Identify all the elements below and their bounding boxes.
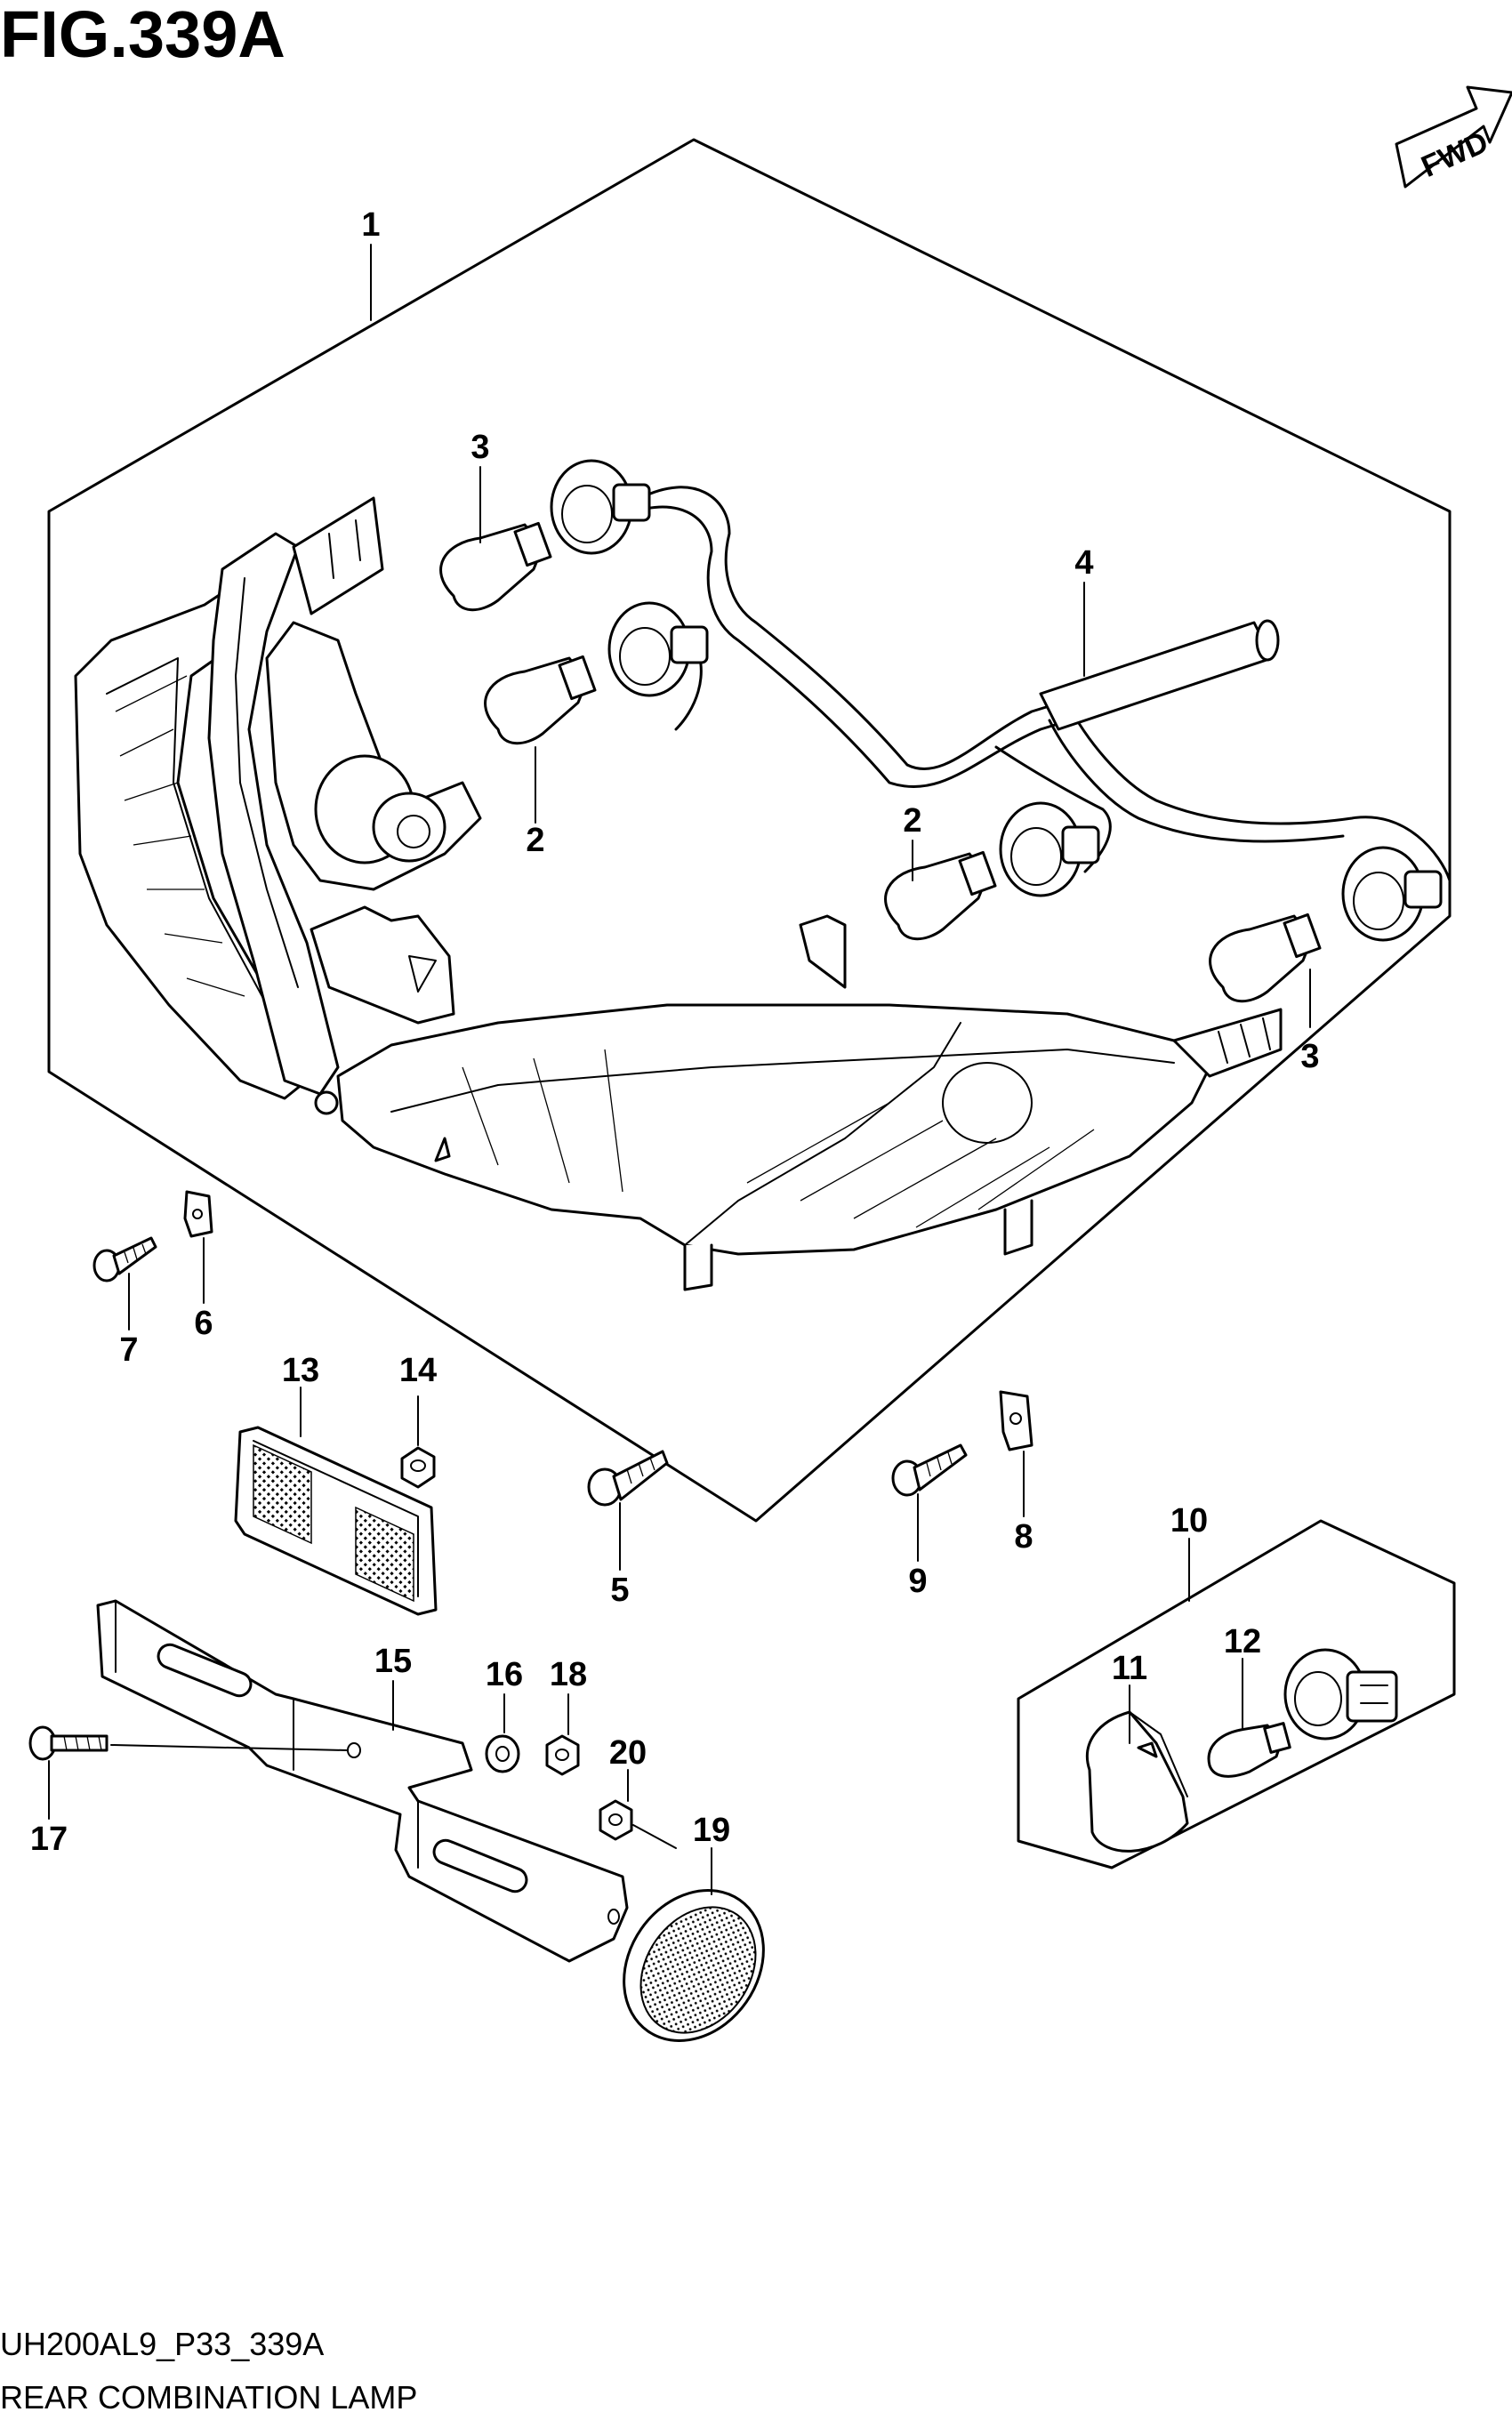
bulb-2-right [884,850,997,941]
nut-20 [599,1799,633,1841]
nut-14 [400,1446,436,1489]
nut-clip-8 [999,1390,1033,1451]
callout-15: 15 [374,1643,412,1680]
callout-20: 20 [609,1734,647,1772]
bulb-3-right [1209,913,1322,1003]
callout-18: 18 [550,1656,587,1693]
callout-3-right: 3 [1300,1038,1319,1075]
bulb-3-upper [439,521,552,612]
callout-19: 19 [693,1812,730,1849]
lens-11 [1085,1710,1189,1853]
callout-1: 1 [361,206,380,244]
wedge-bulb-12 [1207,1722,1291,1778]
callout-9: 9 [908,1563,927,1600]
callout-16: 16 [486,1656,523,1693]
callout-6: 6 [194,1305,213,1342]
callout-14: 14 [399,1352,437,1389]
figure-caption: REAR COMBINATION LAMP [0,2379,417,2416]
bolt-17 [28,1725,109,1761]
leader-bolt-17-axis [110,1744,348,1751]
bolt-5 [587,1450,669,1507]
round-reflector-19 [623,1888,765,2043]
callout-10: 10 [1170,1502,1208,1540]
assembly-boundary-item-1 [47,138,1452,1523]
callout-17: 17 [30,1821,68,1858]
screw-7 [92,1236,157,1282]
bulb-socket-mid-right [999,801,1100,897]
callout-8: 8 [1014,1518,1033,1556]
drawing-code: UH200AL9_P33_339A [0,2326,324,2362]
screw-9 [891,1443,968,1497]
wiring-harness [621,486,1452,882]
bulb-2-left [484,655,597,745]
bulb-socket-mid-left [607,601,709,697]
reflector-13 [234,1426,438,1616]
callout-11: 11 [1112,1650,1147,1687]
nut-clip-6 [183,1190,213,1238]
fwd-arrow-icon: FWD [1395,85,1512,189]
side-lamp-boundary-item-10 [1017,1519,1456,1869]
callout-7: 7 [119,1331,138,1369]
side-lamp-socket [1283,1648,1398,1741]
callout-5: 5 [610,1572,629,1609]
callout-13: 13 [282,1352,319,1389]
callout-4: 4 [1074,544,1093,582]
nut-18 [545,1734,580,1776]
license-bracket-15 [96,1599,629,1963]
callout-2-right: 2 [903,802,921,840]
callout-3-upper: 3 [470,429,489,466]
bulb-socket-upper-left [550,459,651,555]
callout-12: 12 [1224,1623,1261,1660]
rear-combination-lamp-housing [74,496,1283,1291]
figure-title: FIG.339A [0,0,286,71]
bulb-socket-right [1341,846,1443,942]
leader-nut-20-axis [632,1824,677,1849]
washer-16 [485,1734,520,1773]
callout-2-left: 2 [526,822,544,859]
